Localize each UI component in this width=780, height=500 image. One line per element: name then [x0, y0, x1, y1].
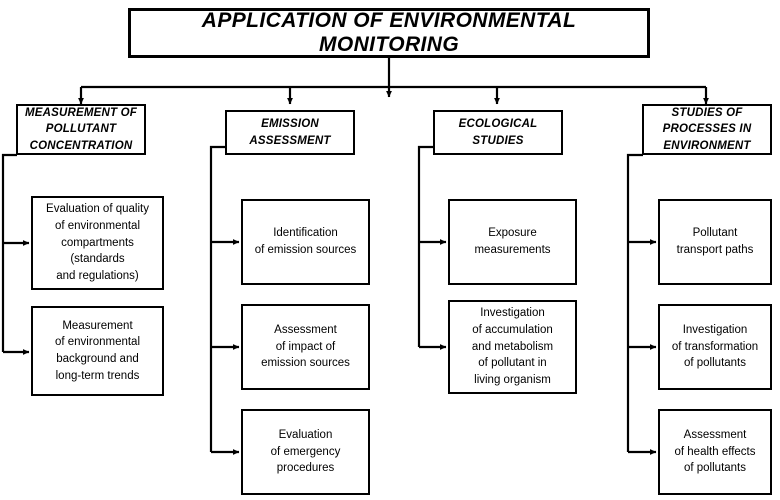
column-3-connectors [417, 145, 447, 350]
leaf-node-investigation-of-accumulation-and-metabolism-of-pollutant: Investigation of accumulation and metabo… [448, 300, 577, 394]
category-node-ecological-studies: ECOLOGICAL STUDIES [433, 110, 563, 155]
category-node-studies-of-processes-in-environment: STUDIES OF PROCESSES IN ENVIRONMENT [642, 104, 772, 155]
leaf-node-pollutant-transport-paths: Pollutant transport paths [658, 199, 772, 285]
leaf-node-evaluation-of-quality-of-environmental-compartments: Evaluation of quality of environmental c… [31, 196, 164, 290]
column-2-connectors [209, 145, 240, 455]
leaf-node-measurement-of-environmental-background-and-long-term-trends: Measurement of environmental background … [31, 306, 164, 396]
leaf-node-evaluation-of-emergency-procedures: Evaluation of emergency procedures [241, 409, 370, 495]
leaf-node-label: Investigation of accumulation and metabo… [471, 307, 554, 386]
category-node-emission-assessment: EMISSION ASSESSMENT [225, 110, 355, 155]
column-1-connectors [1, 153, 30, 355]
category-node-label: EMISSION ASSESSMENT [249, 117, 331, 147]
leaf-node-label: Assessment of impact of emission sources [261, 323, 350, 370]
category-node-measurement-of-pollutant-concentration: MEASUREMENT OF POLLUTANT CONCENTRATION [16, 104, 146, 155]
leaf-node-label: Pollutant transport paths [676, 227, 754, 256]
leaf-node-label: Evaluation of quality of environmental c… [46, 203, 149, 282]
leaf-node-identification-of-emission-sources: Identification of emission sources [241, 199, 370, 285]
leaf-node-label: Identification of emission sources [254, 227, 357, 256]
category-node-label: MEASUREMENT OF POLLUTANT CONCENTRATION [24, 106, 138, 152]
leaf-node-label: Assessment of health effects of pollutan… [674, 428, 756, 475]
leaf-node-label: Measurement of environmental background … [54, 319, 141, 382]
leaf-node-assessment-of-health-effects-of-pollutants: Assessment of health effects of pollutan… [658, 409, 772, 495]
category-node-label: ECOLOGICAL STUDIES [458, 117, 538, 147]
leaf-node-assessment-of-impact-of-emission-sources: Assessment of impact of emission sources [241, 304, 370, 390]
title-node: APPLICATION OF ENVIRONMENTAL MONITORING [128, 8, 650, 58]
trunk-connector [78, 58, 710, 105]
category-node-label: STUDIES OF PROCESSES IN ENVIRONMENT [662, 106, 752, 152]
column-4-connectors [626, 153, 657, 455]
leaf-node-exposure-measurements: Exposure measurements [448, 199, 577, 285]
leaf-node-label: Exposure measurements [474, 227, 551, 256]
leaf-node-label: Evaluation of emergency procedures [270, 428, 341, 475]
title-node-label: APPLICATION OF ENVIRONMENTAL MONITORING [201, 8, 577, 56]
leaf-node-label: Investigation of transformation of pollu… [671, 323, 759, 370]
leaf-node-investigation-of-transformation-of-pollutants: Investigation of transformation of pollu… [658, 304, 772, 390]
